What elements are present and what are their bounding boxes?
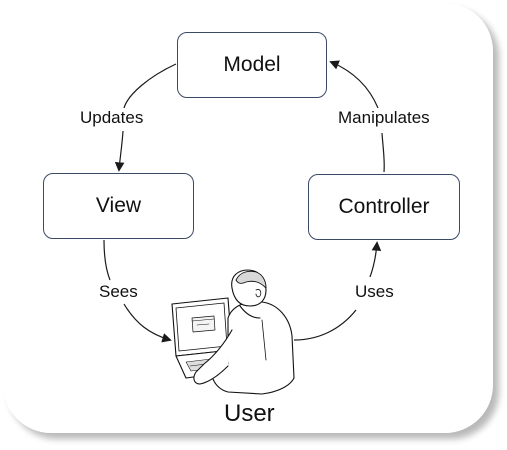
- edge-label-manipulates: Manipulates: [338, 108, 430, 127]
- edge-label-updates: Updates: [80, 108, 144, 127]
- arrow-view-to-user: [103, 239, 111, 281]
- arrow-view-to-user-head: [123, 303, 172, 343]
- arrow-controller-to-model: [381, 132, 385, 173]
- edge-label-uses: Uses: [355, 282, 394, 301]
- arrow-model-to-view: [123, 63, 177, 109]
- arrow-model-to-view-tail: [114, 130, 125, 172]
- view-label: View: [95, 194, 142, 217]
- controller-label: Controller: [338, 195, 430, 218]
- view-box: View: [43, 173, 194, 239]
- arrow-controller-to-model-head: [329, 60, 379, 109]
- user-at-laptop-icon: [171, 269, 295, 395]
- arrow-user-to-controller: [293, 309, 357, 341]
- edge-label-sees: Sees: [99, 282, 138, 301]
- controller-box: Controller: [308, 174, 460, 240]
- user-label: User: [224, 400, 275, 427]
- model-box: Model: [177, 32, 327, 98]
- model-label: Model: [223, 53, 281, 76]
- arrow-user-to-controller-head: [369, 241, 382, 278]
